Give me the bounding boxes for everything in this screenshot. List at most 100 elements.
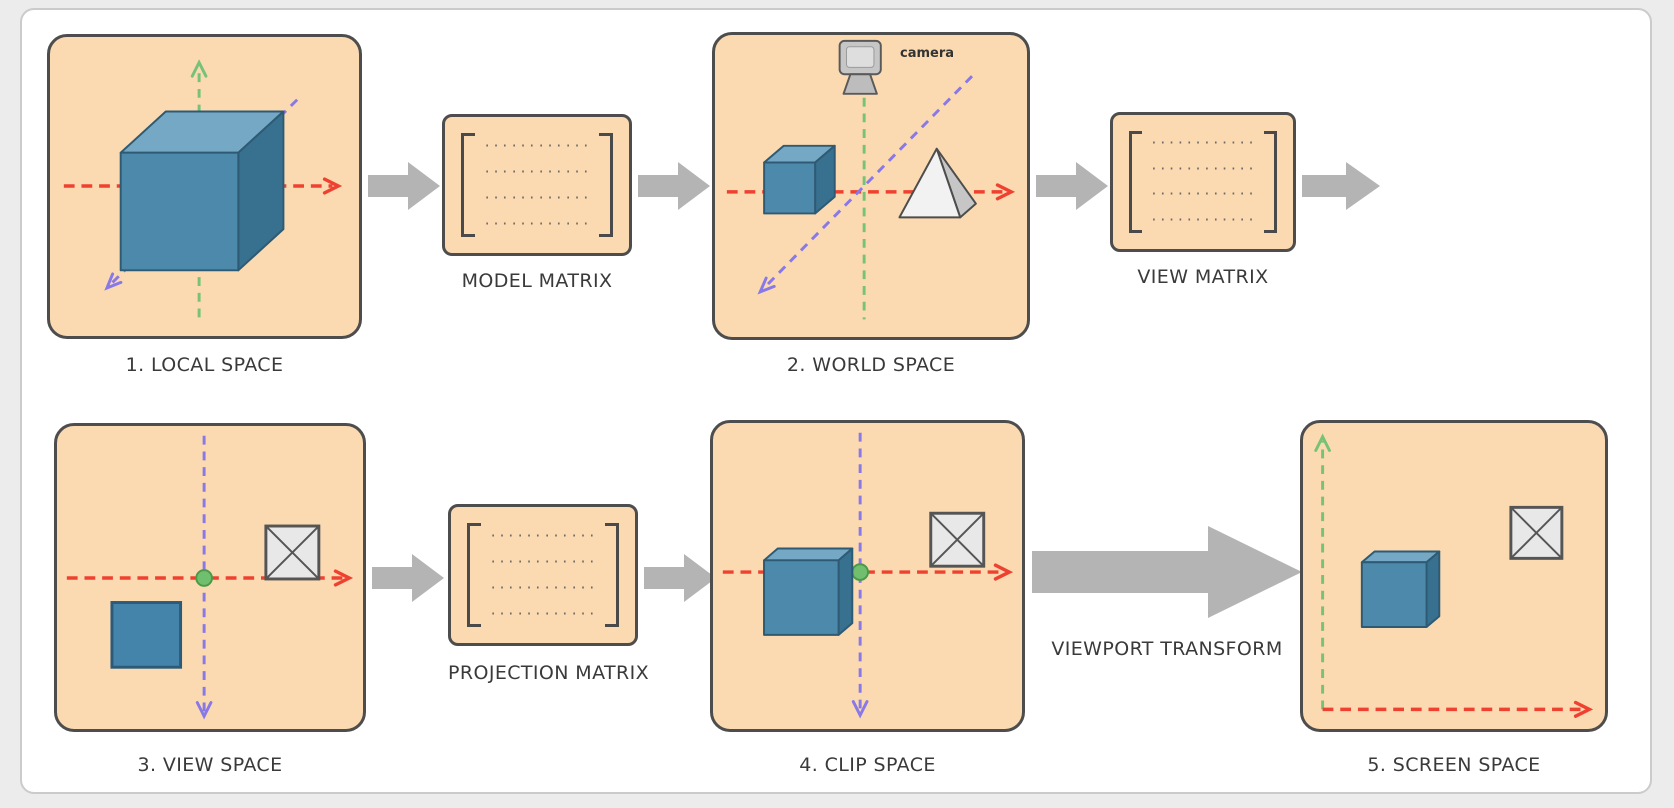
view-space-panel <box>54 423 366 732</box>
matrix-cell: ··· <box>510 164 537 180</box>
matrix-cell: ··· <box>483 190 510 206</box>
local-space-diagram <box>63 59 343 318</box>
model-matrix-box: ········································… <box>442 114 632 256</box>
arrow-right-icon <box>368 162 440 210</box>
world-space-panel <box>712 32 1030 340</box>
matrix-cell: ··· <box>1176 136 1203 152</box>
y-axis-purple <box>851 432 869 719</box>
matrix-cell: ··· <box>537 164 564 180</box>
left-bracket <box>1129 131 1143 233</box>
arrow-right-icon <box>638 162 710 210</box>
flow-arrow <box>372 552 444 608</box>
x-axis-red <box>1322 700 1594 718</box>
projection-matrix-label: PROJECTION MATRIX <box>448 662 650 684</box>
cube-icon <box>763 547 854 636</box>
clip-space-panel <box>710 420 1025 732</box>
flow-arrow <box>1036 160 1108 216</box>
origin-dot <box>851 563 869 581</box>
culled-object-icon <box>264 524 321 581</box>
matrix-cell: ··· <box>564 164 591 180</box>
matrix-cell: ··· <box>489 528 516 544</box>
right-bracket <box>599 133 613 237</box>
view-space-diagram <box>66 435 354 720</box>
viewport-transform-arrow <box>1032 524 1302 624</box>
arrow-right-icon <box>1036 162 1108 210</box>
diagram-panel: 1. LOCAL SPACE ·························… <box>20 8 1652 794</box>
matrix-cell: ··· <box>516 528 543 544</box>
screen-space-panel <box>1300 420 1608 732</box>
cube-icon <box>119 110 285 272</box>
world-space-label: 2. WORLD SPACE <box>786 354 956 376</box>
flow-arrow <box>638 160 710 216</box>
local-space-panel <box>47 34 362 339</box>
matrix-cell: ··· <box>1203 187 1230 203</box>
view-space-label: 3. VIEW SPACE <box>137 754 283 776</box>
clip-space-label: 4. CLIP SPACE <box>799 754 936 776</box>
flow-arrow <box>644 552 716 608</box>
projection-matrix-box: ········································… <box>448 504 638 646</box>
matrix-cell: ··· <box>1203 161 1230 177</box>
arrow-right-icon <box>1032 526 1302 618</box>
matrix-cell: ··· <box>564 190 591 206</box>
matrix-cell: ··· <box>537 190 564 206</box>
matrix-cell: ··· <box>489 554 516 570</box>
matrix-cell: ··· <box>537 138 564 154</box>
matrix-cell: ··· <box>483 216 510 232</box>
camera-icon <box>838 39 882 95</box>
right-bracket <box>605 523 619 627</box>
matrix-cell: ··· <box>543 528 570 544</box>
arrow-right-icon <box>644 554 716 602</box>
flow-arrow <box>1302 160 1380 216</box>
matrix-cell: ··· <box>1150 187 1177 203</box>
right-bracket <box>1263 131 1277 233</box>
matrix-cell: ··· <box>483 164 510 180</box>
matrix-cell: ··· <box>543 580 570 596</box>
camera-label: camera <box>900 46 955 61</box>
y-axis-green <box>190 59 208 318</box>
matrix-cell: ··· <box>1150 212 1177 228</box>
matrix-cell: ··· <box>1150 136 1177 152</box>
matrix-grid: ········································… <box>481 523 605 627</box>
matrix-cell: ··· <box>537 216 564 232</box>
matrix-cell: ··· <box>516 606 543 622</box>
matrix-cell: ··· <box>1150 161 1177 177</box>
x-axis-red <box>722 563 1014 581</box>
view-matrix-label: VIEW MATRIX <box>1137 266 1269 288</box>
matrix-cell: ··· <box>543 554 570 570</box>
arrow-right-icon <box>1302 162 1380 210</box>
y-axis-green <box>1314 433 1331 710</box>
matrix-cell: ··· <box>1176 161 1203 177</box>
matrix-grid: ········································… <box>1142 131 1264 233</box>
matrix-cell: ··· <box>570 606 597 622</box>
cube-icon <box>763 144 836 215</box>
left-bracket <box>467 523 481 627</box>
matrix-cell: ··· <box>1176 212 1203 228</box>
screen-space-diagram <box>1314 433 1594 718</box>
matrix-notation: ········································… <box>1113 115 1293 249</box>
screen-space-label: 5. SCREEN SPACE <box>1367 754 1541 776</box>
world-space-diagram <box>726 39 1016 320</box>
matrix-cell: ··· <box>510 190 537 206</box>
model-matrix-label: MODEL MATRIX <box>461 270 613 292</box>
matrix-cell: ··· <box>510 216 537 232</box>
matrix-cell: ··· <box>543 606 570 622</box>
flow-arrow <box>368 160 440 216</box>
matrix-cell: ··· <box>570 554 597 570</box>
matrix-cell: ··· <box>570 528 597 544</box>
matrix-cell: ··· <box>1229 161 1256 177</box>
matrix-cell: ··· <box>1229 136 1256 152</box>
culled-object-icon <box>1509 505 1564 560</box>
view-matrix-box: ········································… <box>1110 112 1296 252</box>
local-space-label: 1. LOCAL SPACE <box>125 354 284 376</box>
cube-icon <box>1360 550 1441 628</box>
matrix-cell: ··· <box>483 138 510 154</box>
left-bracket <box>461 133 475 237</box>
y-axis-purple <box>195 435 213 720</box>
matrix-notation: ········································… <box>445 117 629 253</box>
matrix-cell: ··· <box>1229 187 1256 203</box>
square-object-icon <box>110 601 183 669</box>
matrix-cell: ··· <box>489 606 516 622</box>
matrix-cell: ··· <box>1229 212 1256 228</box>
viewport-transform-label: VIEWPORT TRANSFORM <box>1051 638 1283 660</box>
matrix-notation: ········································… <box>451 507 635 643</box>
